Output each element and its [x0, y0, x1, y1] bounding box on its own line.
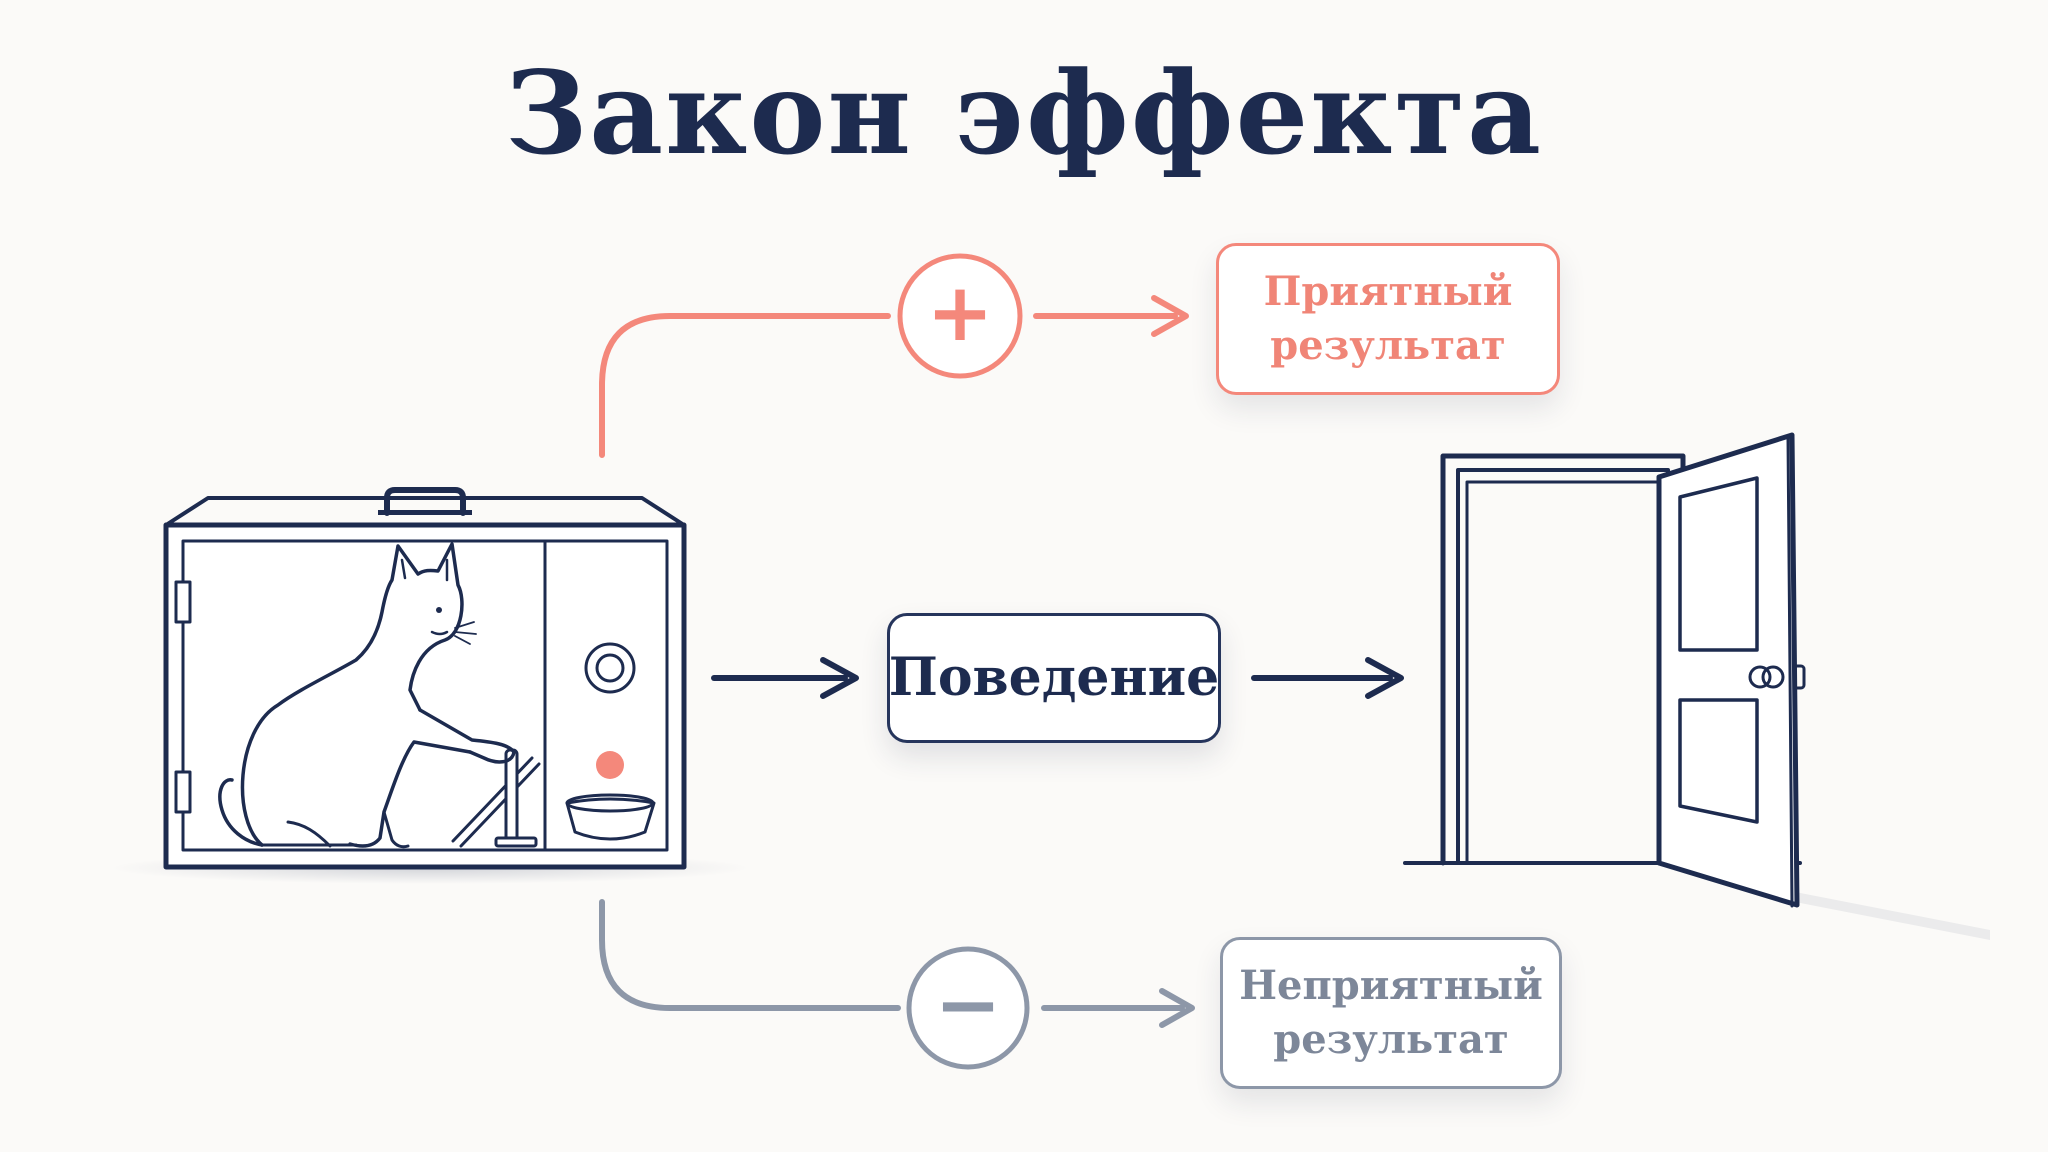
behavior-box: Поведение [887, 613, 1221, 743]
negative-outcome-line2: результат [1273, 1016, 1509, 1063]
negative-arrowhead [1159, 988, 1195, 1028]
arrow-to-behavior [711, 657, 859, 699]
positive-connector [599, 313, 891, 458]
behavior-label: Поведение [888, 647, 1220, 708]
open-door-icon [1403, 432, 1990, 940]
plus-symbol: + [926, 266, 993, 359]
positive-branch: + [599, 253, 1189, 458]
negative-branch: − [599, 899, 1195, 1070]
page-title: Закон эффекта [505, 46, 1543, 180]
negative-connector [599, 899, 901, 1011]
negative-outcome-line1: Неприятный [1239, 962, 1543, 1009]
cat-puzzle-box-icon [110, 487, 750, 884]
plus-icon: + [897, 253, 1023, 379]
minus-icon: − [906, 946, 1030, 1070]
positive-arrowhead [1151, 295, 1189, 337]
positive-outcome-box: Приятный результат [1216, 243, 1560, 395]
positive-outcome-line2: результат [1270, 322, 1506, 369]
positive-outcome-line1: Приятный [1263, 268, 1513, 315]
negative-outcome-box: Неприятный результат [1220, 937, 1562, 1089]
minus-symbol: − [934, 958, 1001, 1051]
arrow-to-door [1251, 657, 1404, 699]
